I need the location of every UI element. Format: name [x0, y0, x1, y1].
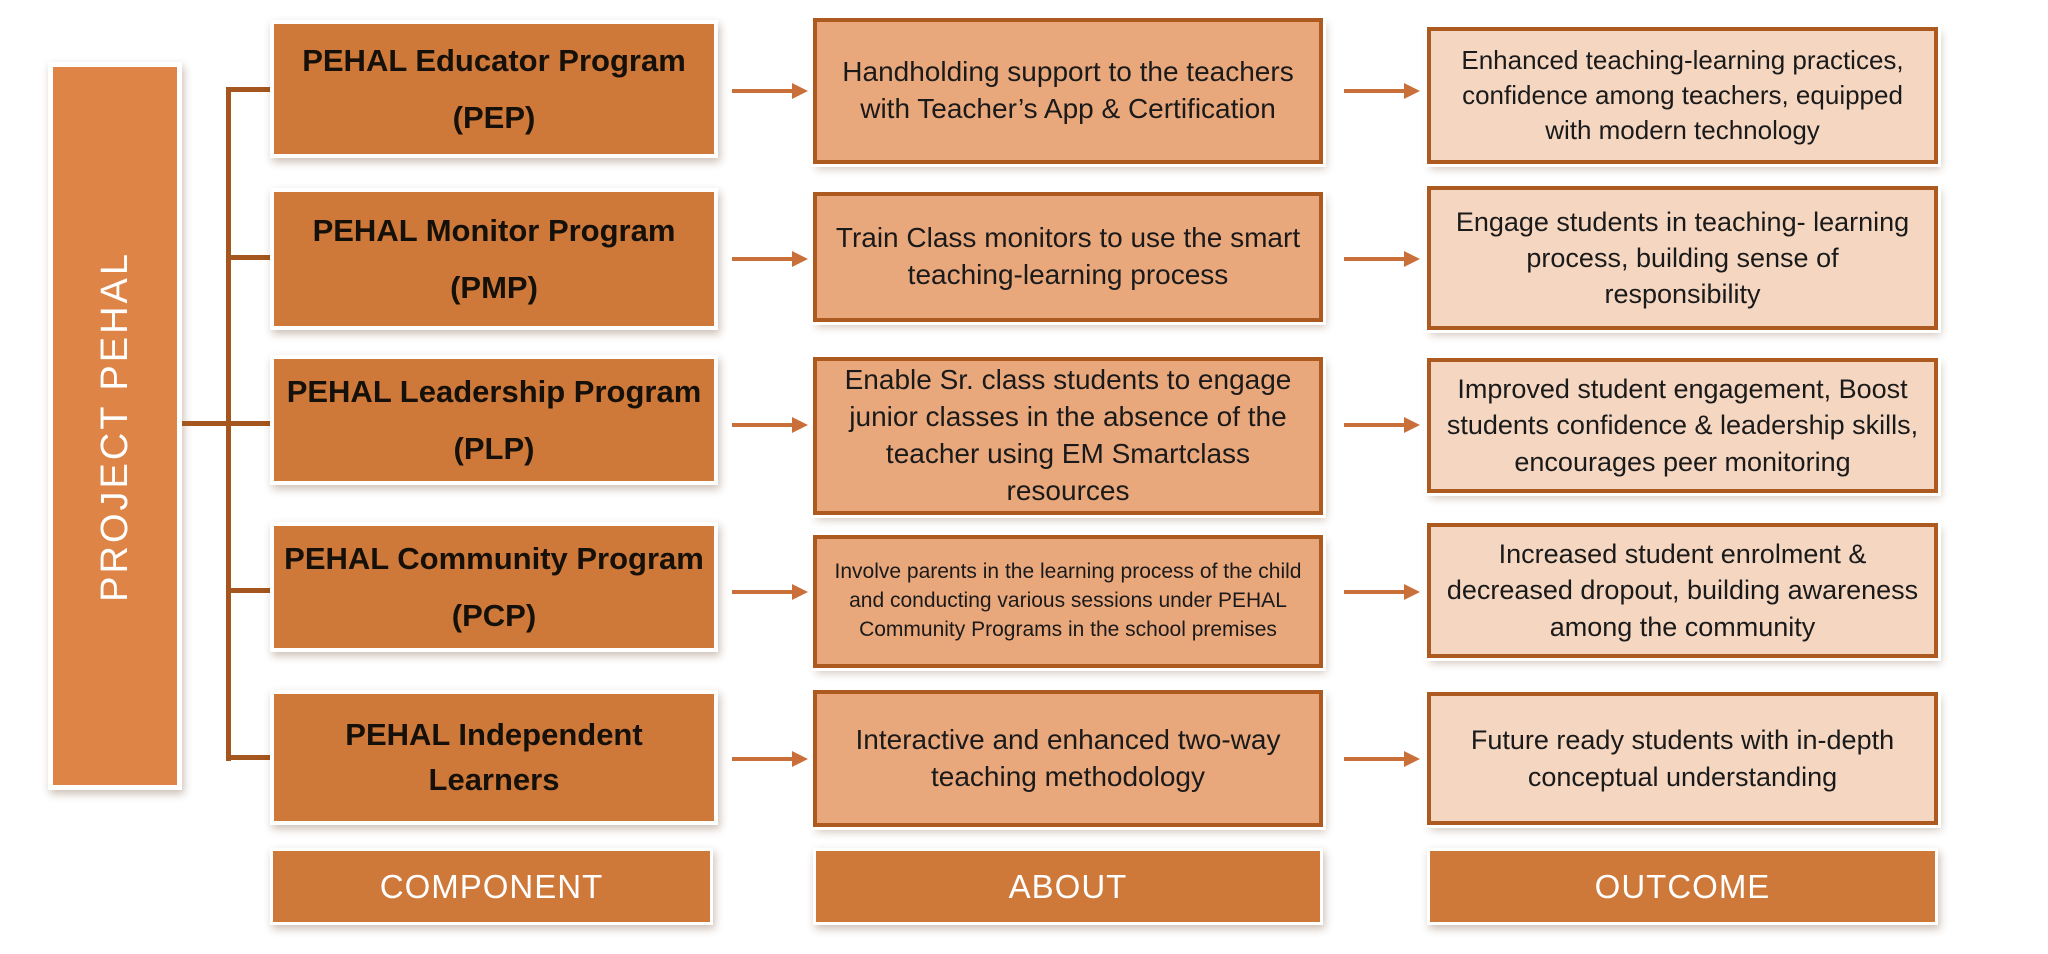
about-text: Involve parents in the learning process …	[834, 560, 1302, 641]
connector-branch-row5	[229, 755, 272, 760]
component-acronym: (PLP)	[453, 431, 535, 466]
component-title: PEHAL Independent	[345, 716, 643, 752]
about-box-independent-learners: Interactive and enhanced two-way teachin…	[810, 687, 1326, 830]
arrow-icon	[1344, 751, 1420, 767]
about-box-plp: Enable Sr. class students to engage juni…	[810, 354, 1326, 518]
component-box-pcp: PEHAL Community Program (PCP)	[270, 522, 718, 652]
outcome-text: Enhanced teaching-learning practices, co…	[1461, 45, 1904, 145]
connector-branch-row4	[229, 588, 272, 593]
component-acronym: (PCP)	[451, 598, 537, 633]
outcome-text: Future ready students with in-depth conc…	[1470, 725, 1895, 792]
arrow-icon	[732, 584, 808, 600]
root-node-project-pehal: PROJECT PEHAL	[48, 62, 182, 790]
about-text: Interactive and enhanced two-way teachin…	[855, 723, 1281, 792]
column-header-about: ABOUT	[813, 848, 1323, 925]
about-box-pep: Handholding support to the teachers with…	[810, 15, 1326, 167]
outcome-box-pcp: Increased student enrolment & decreased …	[1424, 520, 1941, 661]
component-box-pmp: PEHAL Monitor Program (PMP)	[270, 188, 718, 330]
arrow-icon	[732, 751, 808, 767]
component-box-independent-learners: PEHAL Independent Learners	[270, 690, 718, 825]
arrow-icon	[1344, 417, 1420, 433]
column-header-component: COMPONENT	[270, 848, 713, 925]
arrow-icon	[1344, 584, 1420, 600]
component-title: PEHAL Educator Program	[302, 42, 686, 78]
column-header-outcome: OUTCOME	[1427, 848, 1938, 925]
component-acronym: (PEP)	[452, 100, 536, 135]
connector-branch-row2	[229, 255, 272, 260]
about-text: Handholding support to the teachers with…	[842, 56, 1294, 124]
about-text: Train Class monitors to use the smart te…	[835, 222, 1301, 290]
component-acronym: (PMP)	[450, 270, 538, 305]
root-node-label: PROJECT PEHAL	[93, 250, 136, 602]
column-header-label: COMPONENT	[379, 867, 604, 905]
arrow-icon	[1344, 251, 1420, 267]
arrow-icon	[732, 417, 808, 433]
arrow-icon	[732, 251, 808, 267]
component-title: PEHAL Community Program	[284, 540, 704, 576]
outcome-text: Improved student engagement, Boost stude…	[1446, 374, 1919, 477]
component-title: PEHAL Leadership Program	[286, 373, 702, 409]
arrow-icon	[732, 83, 808, 99]
outcome-text: Increased student enrolment & decreased …	[1446, 539, 1919, 642]
component-acronym: Learners	[428, 761, 560, 797]
column-header-label: ABOUT	[1008, 867, 1128, 905]
outcome-text: Engage students in teaching- learning pr…	[1455, 206, 1910, 310]
connector-branch-row1	[229, 87, 272, 92]
connector-branch-row3	[229, 421, 272, 426]
component-box-plp: PEHAL Leadership Program (PLP)	[270, 355, 718, 485]
column-header-label: OUTCOME	[1594, 867, 1771, 905]
outcome-box-independent-learners: Future ready students with in-depth conc…	[1424, 689, 1941, 828]
outcome-box-pep: Enhanced teaching-learning practices, co…	[1424, 24, 1941, 167]
outcome-box-pmp: Engage students in teaching- learning pr…	[1424, 183, 1941, 333]
outcome-box-plp: Improved student engagement, Boost stude…	[1424, 355, 1941, 496]
about-text: Enable Sr. class students to engage juni…	[844, 364, 1292, 506]
about-box-pmp: Train Class monitors to use the smart te…	[810, 189, 1326, 325]
connector-trunk	[226, 87, 231, 761]
component-box-pep: PEHAL Educator Program (PEP)	[270, 20, 718, 158]
about-box-pcp: Involve parents in the learning process …	[810, 532, 1326, 671]
connector-root-stub	[182, 421, 228, 426]
arrow-icon	[1344, 83, 1420, 99]
component-title: PEHAL Monitor Program	[312, 212, 676, 248]
